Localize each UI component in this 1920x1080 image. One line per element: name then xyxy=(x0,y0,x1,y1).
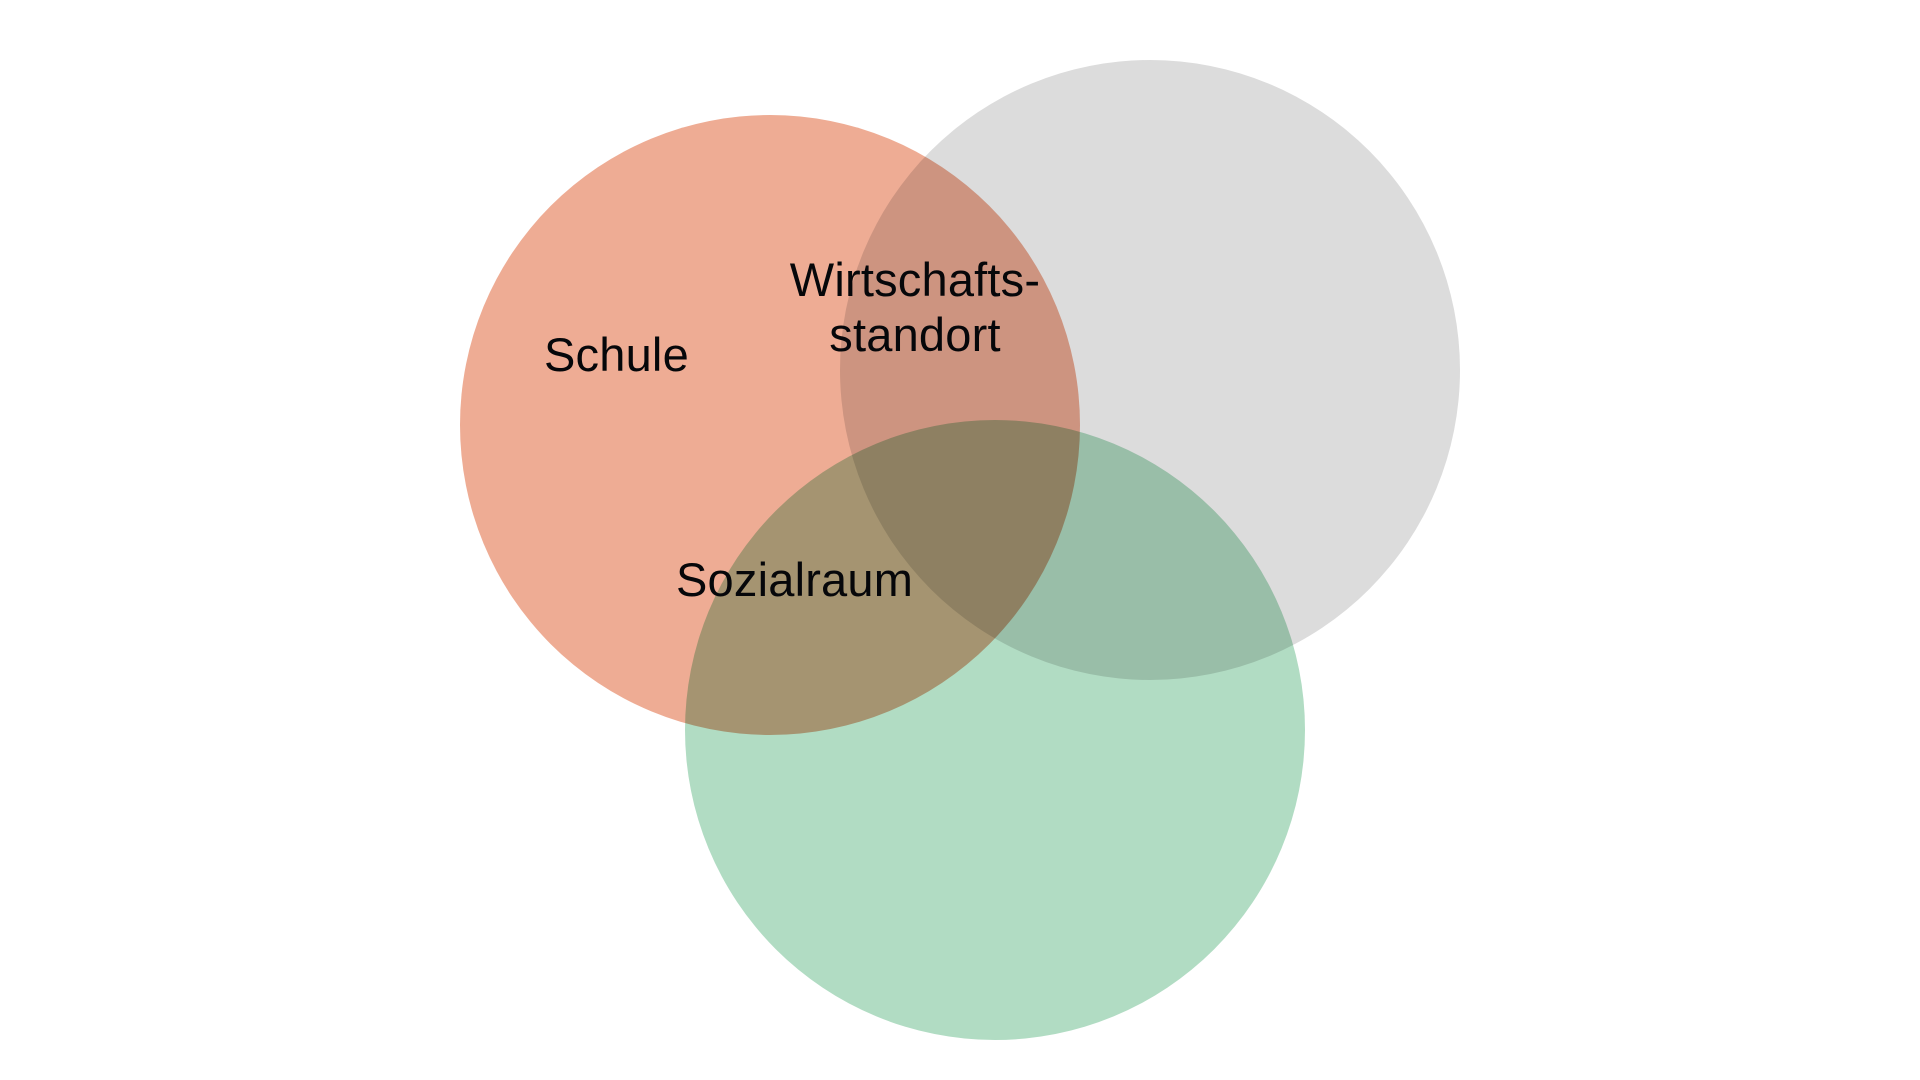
venn-label-schule: Schule xyxy=(544,328,689,381)
venn-circle-sozialraum[interactable] xyxy=(685,420,1305,1040)
venn-label-wirtschaftsstandort: Wirtschafts-standort xyxy=(770,253,1060,363)
venn-label-wirtschaftsstandort-line2: standort xyxy=(829,307,1001,361)
venn-label-sozialraum: Sozialraum xyxy=(676,553,914,606)
venn-label-wirtschaftsstandort-line1: Wirtschafts- xyxy=(789,253,1041,306)
